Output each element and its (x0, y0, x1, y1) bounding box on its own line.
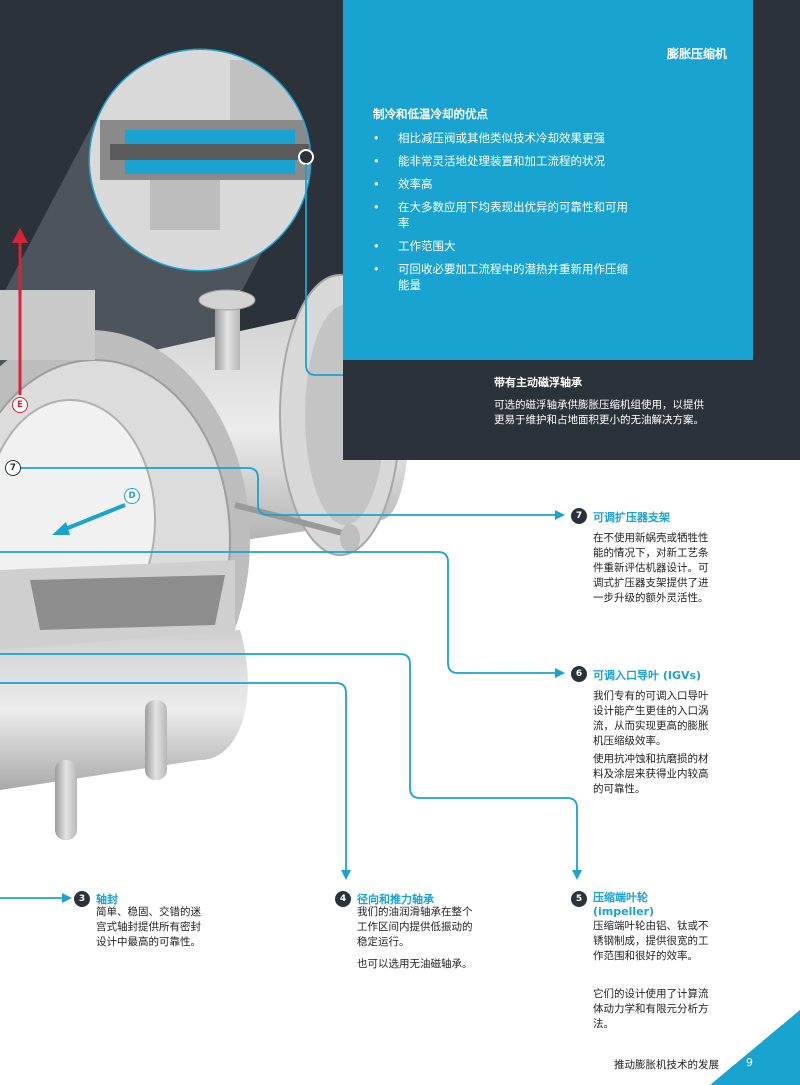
advantage-item: 能非常灵活地处理装置和加工流程的状况 (373, 153, 633, 169)
advantage-item: 工作范围大 (373, 238, 633, 254)
callout-text-5a: 压缩端叶轮由铝、钛或不锈钢制成，提供很宽的工作范围和很好的效率。 (593, 920, 709, 962)
advantages-title: 制冷和低温冷却的优点 (373, 107, 488, 121)
blue-arrow-head (52, 522, 70, 535)
callout-title-3: 轴封 (96, 893, 118, 906)
lower-vessel (0, 630, 248, 790)
callout-text-7: 在不使用新蜗壳或牺牲性能的情况下，对新工艺条件重新评估机器设计。可调式扩压器支架… (593, 532, 709, 604)
callout-title-6: 可调入口导叶 (IGVs) (593, 669, 702, 682)
callout-number-7: 7 (571, 508, 587, 524)
callout-text-5b: 它们的设计使用了计算流体动力学和有限元分析方法。 (593, 988, 709, 1030)
advantage-item: 效率高 (373, 176, 633, 192)
magnifier-anchor (298, 149, 314, 165)
callout-text-6b: 使用抗冲蚀和抗磨损的材料及涂层来获得业内较高的可靠性。 (593, 753, 709, 795)
advantage-item: 相比减压阀或其他类似技术冷却效果更强 (373, 130, 633, 146)
callout-number-5: 5 (571, 891, 587, 907)
callout-text-4a: 我们的油润滑轴承在整个工作区间内提供低振动的稳定运行。 (357, 906, 473, 948)
footer-title: 推动膨胀机技术的发展 (614, 1059, 719, 1071)
callout-number-3: 3 (74, 891, 90, 907)
advantage-item: 可回收必要加工流程中的潜热并重新用作压缩能量 (373, 261, 633, 293)
red-arrow-head (12, 228, 28, 243)
callout-text-4b: 也可以选用无油磁轴承。 (357, 958, 473, 970)
marker-d: D (124, 488, 140, 504)
callout-title-4: 径向和推力轴承 (357, 893, 434, 906)
magnetic-bearing-text: 可选的磁浮轴承供膨胀压缩机组使用，以提供更易于维护和占地面积更小的无油解决方案。 (494, 399, 704, 426)
marker-e: E (12, 397, 28, 413)
leader-magnetic (305, 164, 490, 376)
advantages-panel: 膨胀压缩机 制冷和低温冷却的优点 相比减压阀或其他类似技术冷却效果更强 能非常灵… (343, 0, 753, 360)
leg (145, 700, 167, 780)
footer-triangle (710, 1010, 800, 1085)
leader-7 (20, 467, 555, 516)
marker-7: 7 (5, 460, 21, 476)
advantage-item: 在大多数应用下均表现出优异的可靠性和可用率 (373, 199, 633, 231)
callout-text-3: 简单、稳固、交错的迷宫式轴封提供所有密封设计中最高的可靠性。 (96, 906, 201, 948)
leader-6 (0, 551, 555, 674)
upper-pipe (0, 290, 95, 360)
callout-title-5: 压缩端叶轮 (impeller) (593, 891, 655, 918)
callout-title-7: 可调扩压器支架 (593, 511, 670, 524)
magnetic-bearing-title: 带有主动磁浮轴承 (494, 376, 582, 389)
leader-5 (0, 653, 578, 870)
callout-text-6a: 我们专有的可调入口导叶设计能产生更佳的入口涡流，从而实现更高的膨胀机压缩级效率。 (593, 690, 709, 747)
callout-number-6: 6 (571, 666, 587, 682)
blue-arrow-line (62, 503, 126, 532)
leg (55, 760, 77, 840)
callout-number-4: 4 (335, 891, 351, 907)
leader-4 (0, 682, 347, 870)
page-number: 9 (746, 1056, 753, 1069)
section-title: 膨胀压缩机 (666, 47, 727, 61)
advantages-list: 相比减压阀或其他类似技术冷却效果更强 能非常灵活地处理装置和加工流程的状况 效率… (373, 130, 633, 300)
